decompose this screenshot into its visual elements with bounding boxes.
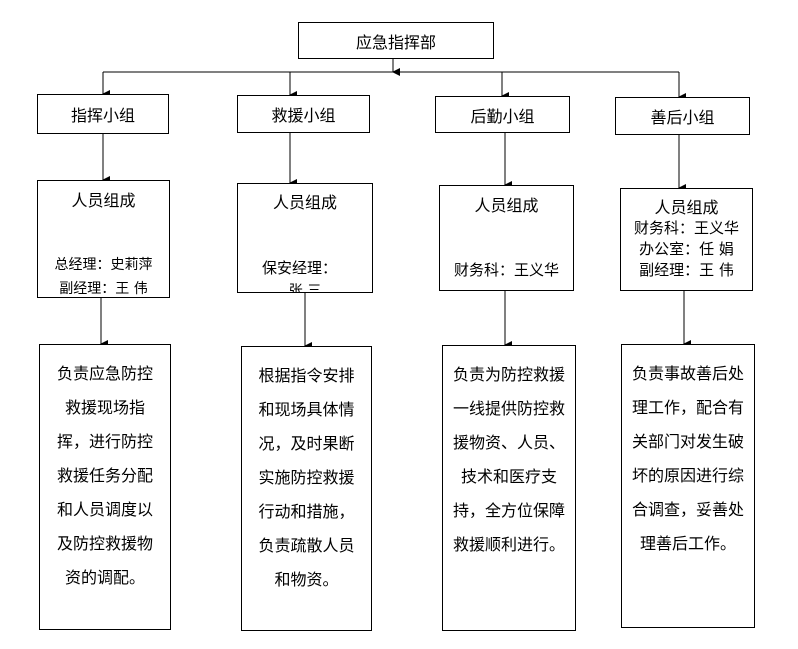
group-name: 善后小组 — [650, 108, 715, 127]
members-box-logistics: 人员组成 财务科：王义华 — [439, 185, 574, 291]
duty-box-rescue: 根据指令安排和现场具体情况，及时果断实施防控救援行动和措施，负责疏散人员和物资。 — [241, 346, 372, 631]
group-name: 指挥小组 — [70, 106, 135, 125]
members-title: 人员组成 — [272, 193, 337, 212]
members-box-aftermath: 人员组成 财务科：王义华 办公室：任 娟 副经理：王 伟 — [620, 188, 753, 291]
member-line: 张 三 — [288, 283, 322, 293]
group-node-logistics: 后勤小组 — [435, 96, 570, 133]
group-node-aftermath: 善后小组 — [615, 97, 750, 135]
members-box-command: 人员组成 总经理：史莉萍 副经理：王 伟 — [37, 180, 170, 298]
duty-box-command: 负责应急防控救援现场指挥，进行防控救援任务分配和人员调度以及防控救援物资的调配。 — [39, 344, 171, 630]
root-node: 应急指挥部 — [298, 22, 494, 59]
duty-box-aftermath: 负责事故善后处理工作，配合有关部门对发生破坏的原因进行综合调查，妥善处理善后工作… — [621, 344, 755, 628]
members-title: 人员组成 — [71, 191, 136, 210]
group-node-command: 指挥小组 — [37, 94, 169, 134]
duty-text: 负责事故善后处理工作，配合有关部门对发生破坏的原因进行综合调查，妥善处理善后工作… — [632, 364, 745, 553]
member-line: 财务科：王义华 — [633, 219, 739, 237]
member-line: 副经理：王 伟 — [639, 261, 734, 279]
member-line: 办公室：任 娟 — [639, 240, 734, 258]
duty-text: 负责应急防控救援现场指挥，进行防控救援任务分配和人员调度以及防控救援物资的调配。 — [56, 364, 153, 587]
group-name: 后勤小组 — [470, 106, 535, 126]
member-line: 副经理：王 伟 — [59, 281, 148, 297]
duty-box-logistics: 负责为防控救援一线提供防控救援物资、人员、技术和医疗支持，全方位保障救援顺利进行… — [442, 345, 576, 631]
root-title: 应急指挥部 — [355, 32, 436, 52]
member-line: 财务科：王义华 — [453, 261, 559, 279]
duty-text: 负责为防控救援一线提供防控救援物资、人员、技术和医疗支持，全方位保障救援顺利进行… — [453, 365, 566, 554]
group-name: 救援小组 — [271, 106, 336, 125]
members-title: 人员组成 — [474, 196, 539, 215]
member-line: 总经理：史莉萍 — [54, 257, 153, 273]
members-title: 人员组成 — [654, 198, 719, 217]
member-line: 保安经理： — [262, 259, 338, 277]
group-node-rescue: 救援小组 — [237, 95, 370, 133]
members-box-rescue: 人员组成 保安经理： 张 三 — [237, 183, 373, 293]
duty-text: 根据指令安排和现场具体情况，及时果断实施防控救援行动和措施，负责疏散人员和物资。 — [258, 366, 355, 589]
